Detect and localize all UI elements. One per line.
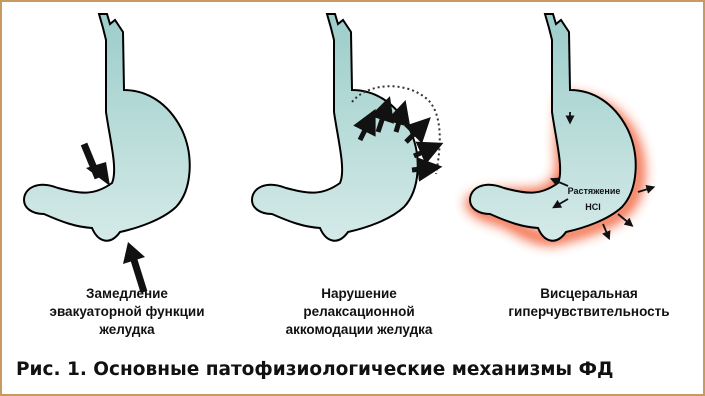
- panel-caption-1: Замедление эвакуаторной функции желудка: [22, 285, 232, 339]
- caption-line: желудка: [22, 321, 232, 339]
- figure-caption: Рис. 1. Основные патофизиологические мех…: [16, 359, 613, 380]
- stomach-diagrams: Растяжение HCl: [2, 2, 705, 302]
- distension-label: Растяжение: [568, 186, 621, 196]
- arrow-icon-distension-6: [412, 168, 430, 170]
- panel-caption-2: Нарушение релаксационной аккомодации жел…: [254, 285, 464, 339]
- arrow-icon-pylorus-top: [84, 144, 110, 186]
- caption-line: эвакуаторной функции: [22, 303, 232, 321]
- stomach-panel-2: [252, 14, 440, 241]
- hcl-label: HCl: [585, 202, 601, 212]
- caption-line: релаксационной: [254, 303, 464, 321]
- caption-line: Замедление: [22, 285, 232, 303]
- panel-caption-3: Висцеральная гиперчувствительность: [484, 285, 694, 321]
- stomach-panel-1: [24, 14, 190, 292]
- caption-line: Висцеральная: [484, 285, 694, 303]
- caption-line: гиперчувствительность: [484, 303, 694, 321]
- stomach-panel-3: Растяжение HCl: [470, 14, 651, 241]
- caption-line: Нарушение: [254, 285, 464, 303]
- caption-line: аккомодации желудка: [254, 321, 464, 339]
